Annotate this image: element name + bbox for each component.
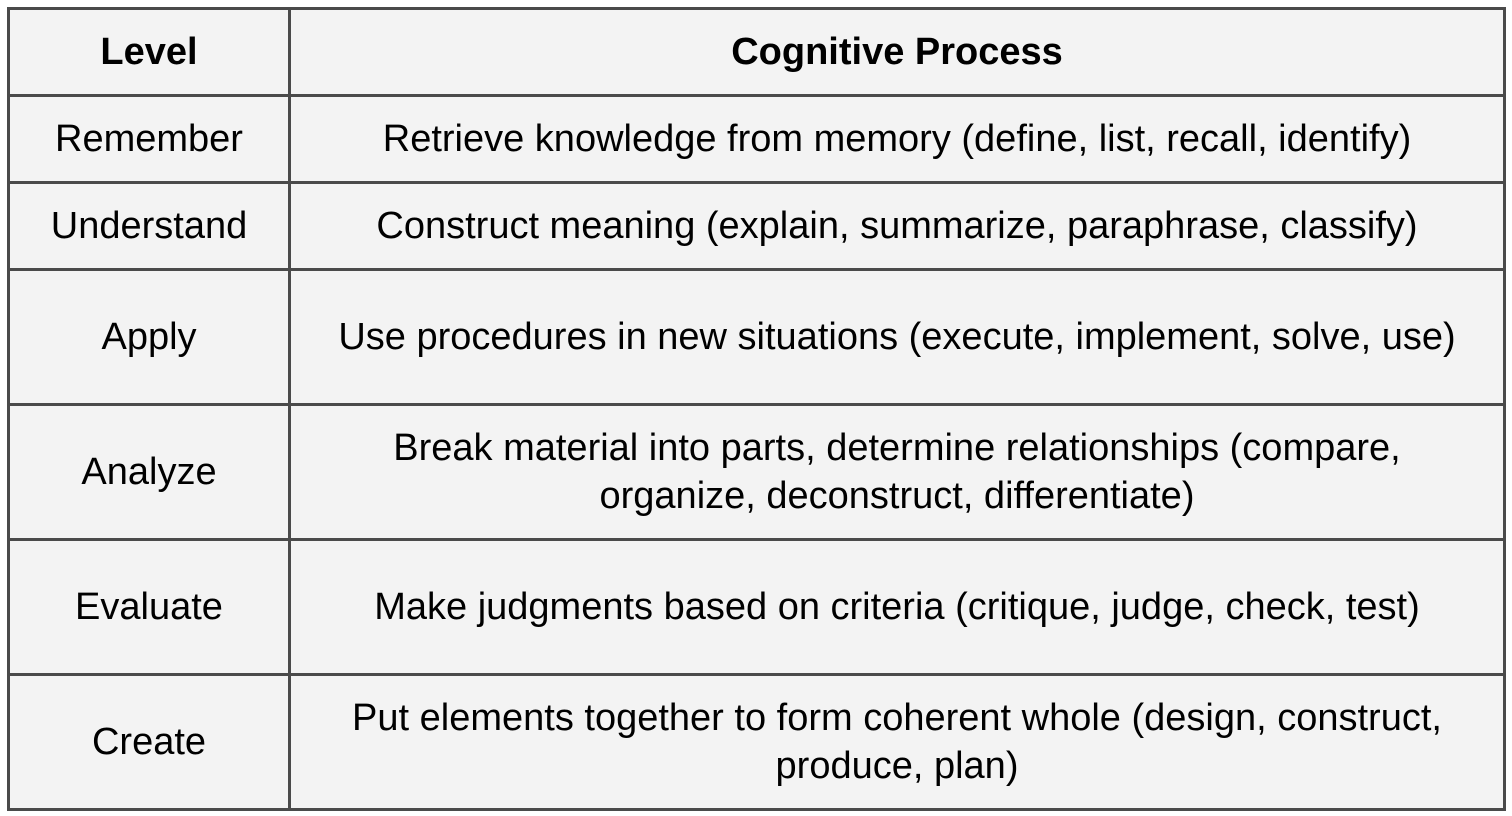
level-cell: Analyze: [7, 403, 291, 541]
level-cell: Remember: [7, 94, 291, 184]
process-cell: Break material into parts, determine rel…: [288, 403, 1506, 541]
process-cell: Retrieve knowledge from memory (define, …: [288, 94, 1506, 184]
header-row: Level Cognitive Process: [7, 7, 1506, 97]
level-cell: Evaluate: [7, 538, 291, 676]
table-row: Evaluate Make judgments based on criteri…: [7, 538, 1506, 676]
table-row: Remember Retrieve knowledge from memory …: [7, 94, 1506, 184]
process-cell: Construct meaning (explain, summarize, p…: [288, 181, 1506, 271]
table-row: Create Put elements together to form coh…: [7, 673, 1506, 811]
table-container: Level Cognitive Process Remember Retriev…: [7, 7, 1506, 811]
header-level: Level: [7, 7, 291, 97]
process-cell: Use procedures in new situations (execut…: [288, 268, 1506, 406]
table-row: Understand Construct meaning (explain, s…: [7, 181, 1506, 271]
blooms-taxonomy-table: Level Cognitive Process Remember Retriev…: [7, 7, 1506, 811]
table-row: Analyze Break material into parts, deter…: [7, 403, 1506, 541]
level-cell: Understand: [7, 181, 291, 271]
header-cognitive-process: Cognitive Process: [288, 7, 1506, 97]
process-cell: Put elements together to form coherent w…: [288, 673, 1506, 811]
process-cell: Make judgments based on criteria (critiq…: [288, 538, 1506, 676]
level-cell: Create: [7, 673, 291, 811]
level-cell: Apply: [7, 268, 291, 406]
table-row: Apply Use procedures in new situations (…: [7, 268, 1506, 406]
